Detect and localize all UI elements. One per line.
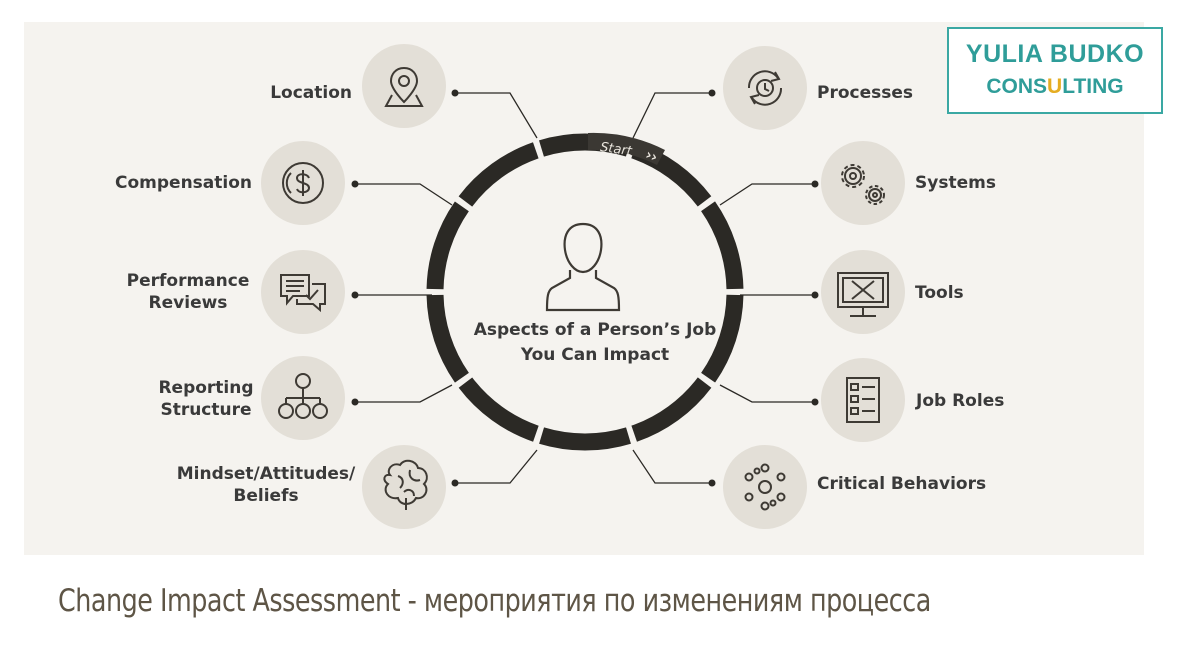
label-tools: Tools <box>915 283 964 303</box>
label-location: Location <box>270 83 352 103</box>
connector-reporting <box>355 384 453 403</box>
impact-ring <box>426 133 744 451</box>
start-band <box>588 132 665 165</box>
checklist-icon <box>846 377 880 423</box>
location-pin-icon <box>384 66 424 107</box>
label-job-roles: Job Roles <box>916 391 1005 411</box>
connector-processes <box>632 92 712 139</box>
org-chart-icon <box>278 373 328 419</box>
connector-behaviors <box>632 449 712 484</box>
connector-jobroles <box>719 384 815 403</box>
network-dots-icon <box>744 463 786 511</box>
chat-bubbles-icon <box>280 274 326 313</box>
connector-compensation <box>355 183 453 206</box>
gears-icon <box>841 164 885 205</box>
connector-location <box>455 92 538 139</box>
connector-lines <box>355 92 815 484</box>
icon-backgrounds <box>261 44 905 529</box>
connector-systems <box>719 183 815 206</box>
label-systems: Systems <box>915 173 996 193</box>
connector-mindset <box>455 449 538 484</box>
label-critical-behaviors: Critical Behaviors <box>817 474 987 494</box>
brain-icon <box>383 459 428 510</box>
start-label: Start <box>599 140 633 159</box>
label-processes: Processes <box>817 83 914 103</box>
label-compensation: Compensation <box>115 173 252 193</box>
svg-text:››: ›› <box>643 147 659 166</box>
connector-dots <box>351 89 819 487</box>
dollar-coin-icon <box>282 162 324 204</box>
process-clock-icon <box>747 70 783 106</box>
person-icon <box>545 222 621 312</box>
label-mindset: Mindset/Attitudes/Beliefs <box>176 464 356 506</box>
tools-monitor-icon <box>837 272 889 317</box>
company-logo: YULIA BUDKO CONSULTING <box>947 27 1163 114</box>
slide-caption: Change Impact Assessment - мероприятия п… <box>58 583 931 619</box>
center-label: Aspects of a Person’s Job You Can Impact <box>473 320 717 365</box>
